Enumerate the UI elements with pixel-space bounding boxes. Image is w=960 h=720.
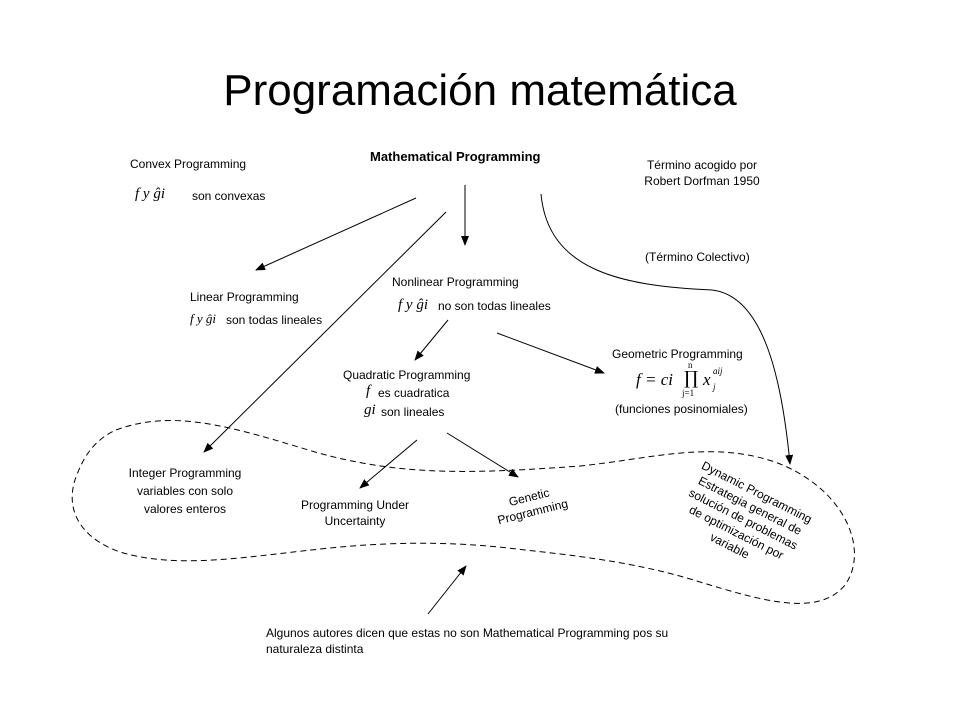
node-convex-programming: Convex Programming (130, 157, 247, 171)
node-geometric-programming: Geometric Programming (612, 347, 743, 361)
arrow-to-quadratic (414, 319, 449, 361)
arrow-to-uncertainty (359, 439, 418, 489)
geometric-formula: f = ci n ∏ j=1 x aij j (636, 360, 746, 402)
quadratic-f-math: f (366, 383, 371, 399)
convex-text: son convexas (192, 189, 266, 203)
node-nonlinear-programming: Nonlinear Programming (392, 275, 519, 289)
slide-title: Programación matemática (223, 66, 737, 115)
termino-line-2: Robert Dorfman 1950 (644, 174, 760, 188)
formula-upper: n (688, 360, 693, 370)
termino-line-1: Término acogido por (646, 158, 758, 172)
node-quadratic-programming: Quadratic Programming (343, 368, 471, 382)
nonlinear-math: f y ĝi (398, 297, 428, 313)
node-linear-programming: Linear Programming (190, 290, 299, 304)
node-integer-line-2: variables con solo (136, 484, 234, 498)
node-mathematical-programming: Mathematical Programming (370, 149, 541, 164)
node-uncertainty-line-2: Uncertainty (324, 514, 386, 528)
quadratic-g-math: gi (364, 402, 376, 418)
convex-math: f y ĝi (135, 186, 165, 202)
formula-lower: j=1 (682, 388, 695, 398)
nonlinear-text: no son todas lineales (438, 299, 551, 313)
node-uncertainty-line-1: Programming Under (300, 498, 410, 512)
node-integer-line-1: Integer Programming (128, 466, 242, 480)
arrow-to-genetic (446, 432, 519, 478)
note-line-1: Algunos autores dicen que estas no son M… (266, 626, 669, 640)
dashed-group-outline (71, 420, 855, 604)
arrow-to-geometric (496, 332, 605, 374)
note-line-2: naturaleza distinta (266, 642, 364, 656)
node-integer-line-3: valores enteros (143, 502, 227, 516)
quadratic-f-text: es cuadratica (378, 386, 450, 400)
formula-sub: j (713, 382, 716, 392)
arrow-to-integer (203, 211, 447, 453)
arrow-to-linear (255, 197, 417, 271)
formula-lhs: f = ci (636, 370, 673, 389)
arrow-note-to-group (427, 565, 467, 615)
formula-term: x (703, 370, 711, 389)
formula-sup: aij (713, 366, 723, 376)
arrow-to-dynamic (540, 193, 794, 465)
termino-colectivo: (Término Colectivo) (645, 250, 750, 264)
linear-text: son todas lineales (226, 313, 323, 327)
linear-math: f y ĝi (190, 311, 216, 326)
quadratic-g-text: son lineales (381, 405, 445, 419)
product-icon: ∏ (684, 368, 699, 389)
geometric-text: (funciones posinomiales) (615, 402, 748, 416)
